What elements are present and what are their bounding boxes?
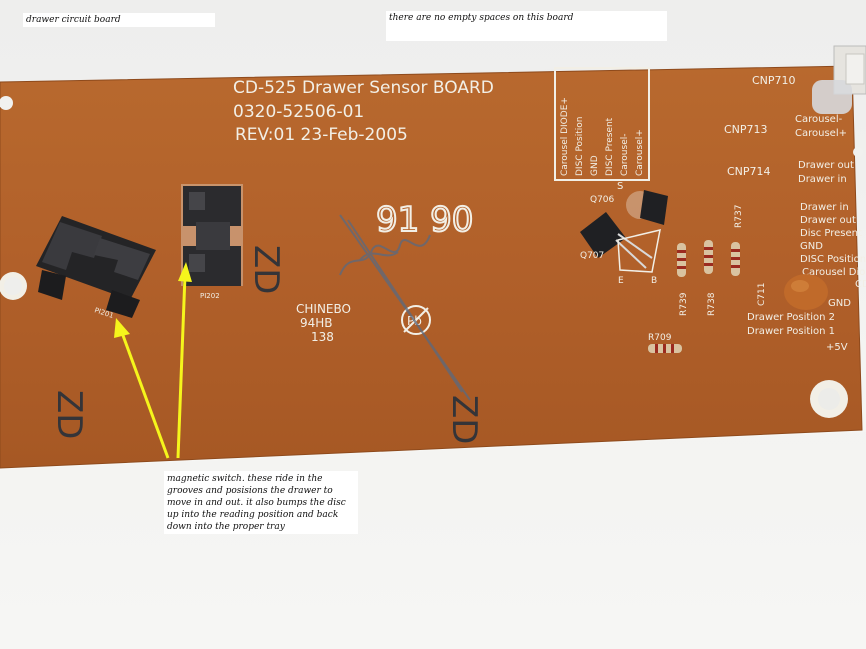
right-pin-label: Drawer out <box>798 160 854 171</box>
right-pin-label: Drawer Position 2 <box>747 312 835 323</box>
right-pin-label: +5V <box>826 342 848 353</box>
connector-cnp710 <box>812 45 866 114</box>
maker-line2: 94HB <box>300 316 333 330</box>
label-cnp713: CNP713 <box>724 123 768 136</box>
caption-no-empty-spaces: there are no empty spaces on this board <box>386 11 667 41</box>
right-pin-label: Drawer out <box>800 215 856 226</box>
transistor-q707 <box>580 212 661 273</box>
label-b: B <box>651 276 657 286</box>
board-title-line3: REV:01 23-Feb-2005 <box>235 125 408 145</box>
maker-line3: 138 <box>311 330 334 344</box>
label-r738: R738 <box>707 292 717 316</box>
vertical-pin-label: Carousel+ <box>635 129 645 176</box>
vertical-pin-label: GND <box>590 155 600 176</box>
board-title-line1: CD-525 Drawer Sensor BOARD <box>233 78 494 98</box>
pen-scribble <box>339 214 471 401</box>
label-q706: Q706 <box>590 195 615 205</box>
caption-magnetic-switch: magnetic switch. these ride in the groov… <box>164 471 358 534</box>
label-r709: R709 <box>648 333 672 343</box>
pcb-board-surface <box>0 65 863 469</box>
right-pin-label: GND <box>800 241 823 252</box>
label-r737: R737 <box>734 205 744 228</box>
caption-drawer-circuit-board: drawer circuit board <box>23 13 215 27</box>
label-cnp714: CNP714 <box>727 165 771 178</box>
optical-sensor-pi202: PI202 <box>181 184 243 300</box>
right-pin-label: Carousel- <box>795 114 843 125</box>
date-code: 91 90 <box>376 200 473 240</box>
vertical-pin-label: DISC Present <box>605 117 615 176</box>
right-pin-label: Carousel+ <box>795 128 847 139</box>
right-pin-label: Carousel Diode <box>802 267 866 278</box>
resistors <box>648 240 740 353</box>
board-title-line2: 0320-52506-01 <box>233 102 364 122</box>
label-r739: R739 <box>679 292 689 316</box>
vertical-pin-label: Carousel- <box>620 134 630 177</box>
silk-zd-2: ZD <box>49 390 89 439</box>
right-pin-label: DISC Position <box>800 254 866 265</box>
mounting-holes <box>0 96 863 418</box>
svg-text:S: S <box>617 181 623 192</box>
maker-line1: CHINEBO <box>296 302 351 316</box>
right-pin-label: CD <box>855 279 866 290</box>
silk-zd-3: ZD <box>444 395 484 444</box>
right-pin-label: Drawer in <box>798 174 847 185</box>
svg-text:PI202: PI202 <box>200 292 220 300</box>
right-pin-label: Drawer Position 1 <box>747 326 835 337</box>
label-c711: C711 <box>757 283 767 306</box>
capacitor-c711 <box>784 274 828 310</box>
vertical-pin-label: Carousel DIODE+ <box>560 97 570 176</box>
transistor-q706: S <box>617 181 668 225</box>
label-q707: Q707 <box>580 251 604 261</box>
right-pin-label: Drawer in <box>800 202 849 213</box>
right-pin-label: Disc Present <box>800 228 862 239</box>
yellow-arrows <box>114 262 192 459</box>
optical-sensor-pi201: PI201 <box>36 216 156 320</box>
silk-zd-1: ZD <box>246 245 286 294</box>
label-e: E <box>618 276 624 286</box>
right-pin-label: GND <box>828 298 851 309</box>
vertical-pin-label: DISC Position <box>575 117 585 176</box>
label-cnp710: CNP710 <box>752 74 796 87</box>
